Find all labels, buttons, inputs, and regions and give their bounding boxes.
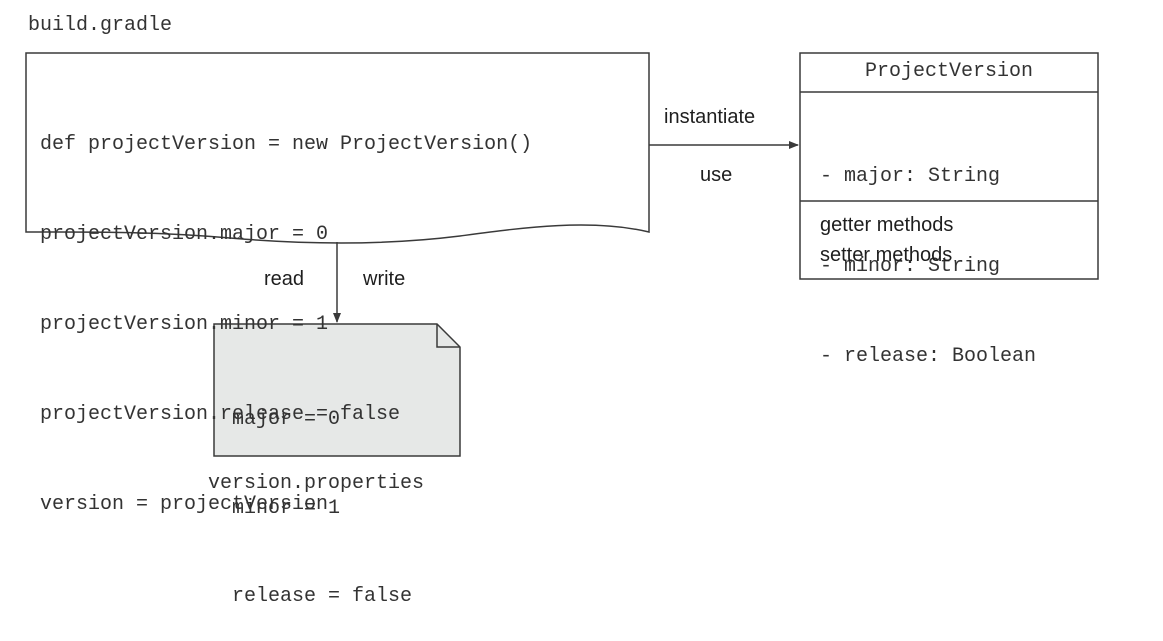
class-method: getter methods	[820, 214, 954, 236]
arrow-label-write: write	[363, 268, 406, 290]
diagram-canvas	[25, 52, 1099, 457]
class-field: - major: String	[820, 165, 1001, 188]
properties-file-caption: version.properties	[208, 472, 425, 495]
class-field: - release: Boolean	[820, 345, 1037, 368]
properties-line: minor = 1	[232, 496, 341, 520]
script-line: def projectVersion = new ProjectVersion(…	[40, 133, 533, 156]
arrow-label-use: use	[700, 164, 733, 186]
properties-note-fold	[436, 324, 460, 348]
script-line: projectVersion.minor = 1	[40, 313, 329, 336]
class-box-outline	[799, 52, 1099, 280]
arrow-label-read: read	[264, 268, 305, 290]
properties-line: release = false	[232, 585, 413, 608]
class-fields: - major: String - minor: String - releas…	[820, 102, 1036, 402]
script-line: version = projectVersion	[40, 493, 329, 516]
script-document-shape	[25, 52, 650, 244]
properties-line: major = 0	[232, 408, 341, 431]
class-method: setter methods	[820, 244, 953, 266]
script-line: projectVersion.release = false	[40, 403, 401, 426]
script-code-block: def projectVersion = new ProjectVersion(…	[40, 70, 532, 550]
class-methods: getter methods setter methods	[820, 210, 953, 270]
script-file-title: build.gradle	[28, 14, 173, 37]
script-line: projectVersion.major = 0	[40, 223, 329, 246]
class-field: - minor: String	[820, 255, 1001, 278]
arrow-label-instantiate: instantiate	[664, 106, 756, 128]
properties-note-shape	[213, 323, 461, 457]
class-title: ProjectVersion	[864, 60, 1034, 83]
